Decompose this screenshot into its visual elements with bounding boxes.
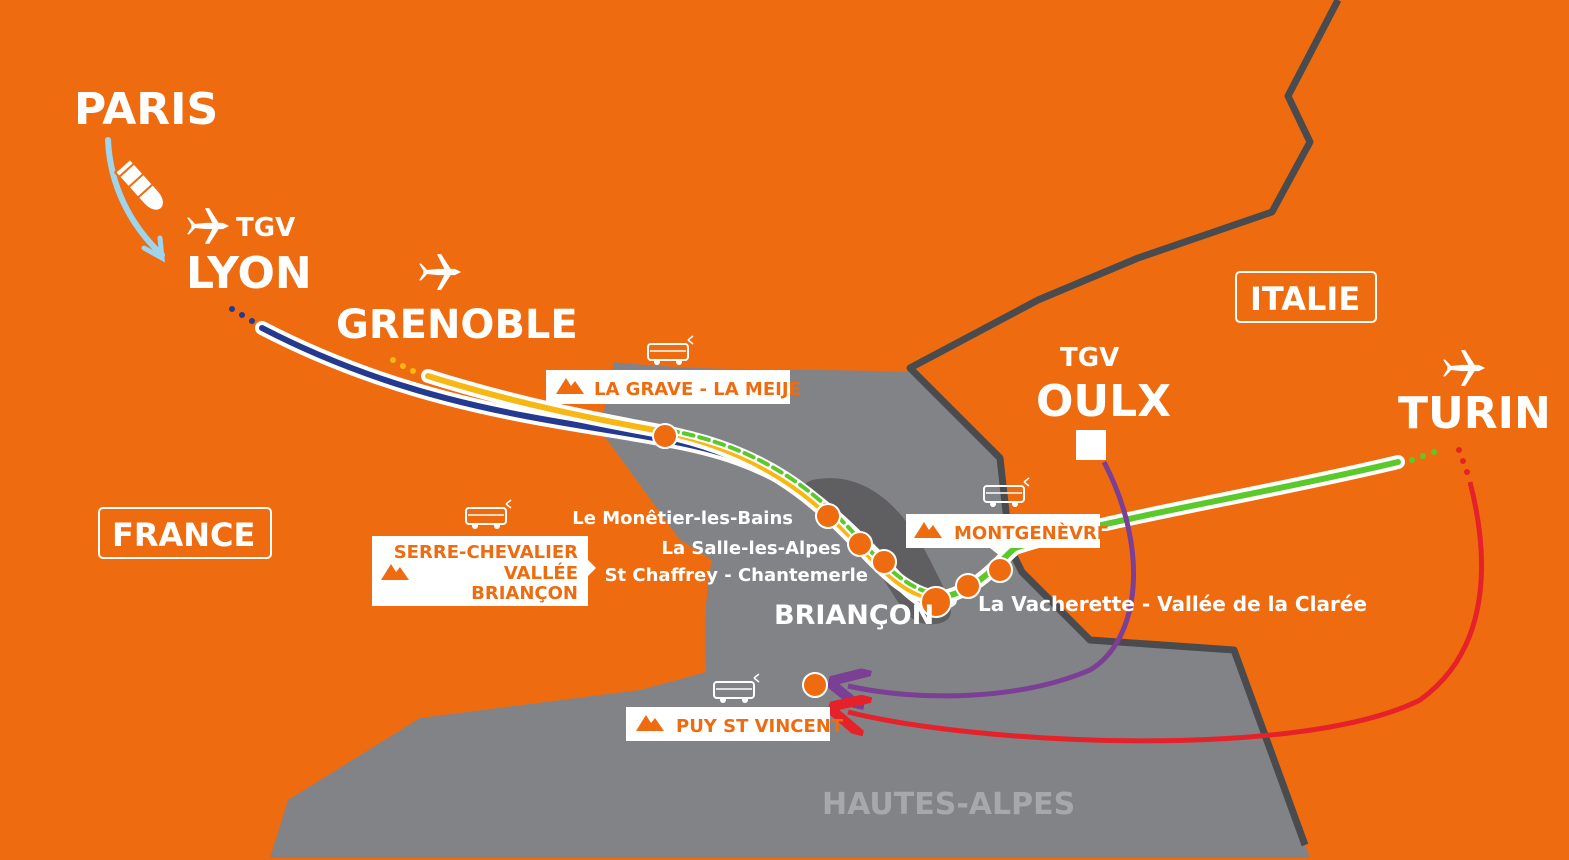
route-dots: [229, 306, 1470, 475]
stop-la-grave: [652, 423, 678, 449]
city-lyon-tgv: TGV: [236, 213, 295, 243]
resort-la-grave: LA GRAVE - LA MEIJE: [594, 379, 801, 400]
stop-briancon: [920, 586, 952, 618]
hautes-alpes-terrain: [270, 362, 1310, 858]
stop-la-salle: [847, 531, 873, 557]
city-turin: TURIN: [1398, 388, 1551, 439]
resort-puy-st-vincent: PUY ST VINCENT: [676, 716, 844, 737]
town-la-salle: La Salle-les-Alpes: [662, 538, 841, 559]
country-italie-box: [1235, 271, 1377, 323]
city-oulx-tgv: TGV: [1060, 343, 1119, 373]
country-france: FRANCE: [112, 516, 255, 554]
city-paris: PARIS: [74, 84, 218, 135]
resort-puy-st-vincent-box: [626, 707, 830, 741]
town-chantemerle: St Chaffrey - Chantemerle: [605, 565, 868, 586]
country-italie: ITALIE: [1250, 280, 1360, 318]
turin-route: [848, 481, 1485, 744]
stop-montgenevre: [987, 557, 1013, 583]
stop-chantemerle: [871, 549, 897, 575]
region-hautes-alpes: HAUTES-ALPES: [822, 787, 1075, 822]
country-france-box: [98, 507, 272, 559]
resort-la-grave-box: [546, 370, 790, 404]
resort-montgenevre: MONTGENÈVRE: [954, 522, 1109, 544]
resort-serre-chevalier-line2: VALLÉE: [504, 562, 578, 584]
resort-serre-chevalier-line1: SERRE-CHEVALIER: [394, 542, 578, 563]
stop-puy-st-vincent: [802, 672, 828, 698]
bus-icon: [647, 335, 694, 366]
city-grenoble: GRENOBLE: [336, 302, 578, 348]
city-lyon: LYON: [186, 248, 312, 299]
stops: [652, 423, 1013, 698]
oulx-route: [848, 460, 1137, 696]
stop-la-vacherette: [955, 573, 981, 599]
plane-icon: [187, 208, 230, 244]
oulx-station-square-icon: [1076, 430, 1106, 460]
city-oulx: OULX: [1036, 376, 1171, 427]
france-italy-border: [906, 0, 1342, 847]
bus-icon: [465, 499, 512, 530]
resort-serre-chevalier-line3: BRIANÇON: [471, 583, 578, 604]
plane-icon: [1443, 350, 1486, 386]
train-icon: [113, 157, 165, 212]
city-briancon: BRIANÇON: [774, 600, 934, 631]
paris-lyon-arrow: [105, 137, 165, 258]
plane-icon: [419, 254, 462, 290]
resort-serre-chevalier-box: [372, 536, 588, 606]
resort-montgenevre-box: [906, 514, 1100, 548]
stop-monetier: [815, 503, 841, 529]
town-la-vacherette: La Vacherette - Vallée de la Clarée: [978, 592, 1367, 616]
town-monetier: Le Monêtier-les-Bains: [572, 508, 793, 529]
